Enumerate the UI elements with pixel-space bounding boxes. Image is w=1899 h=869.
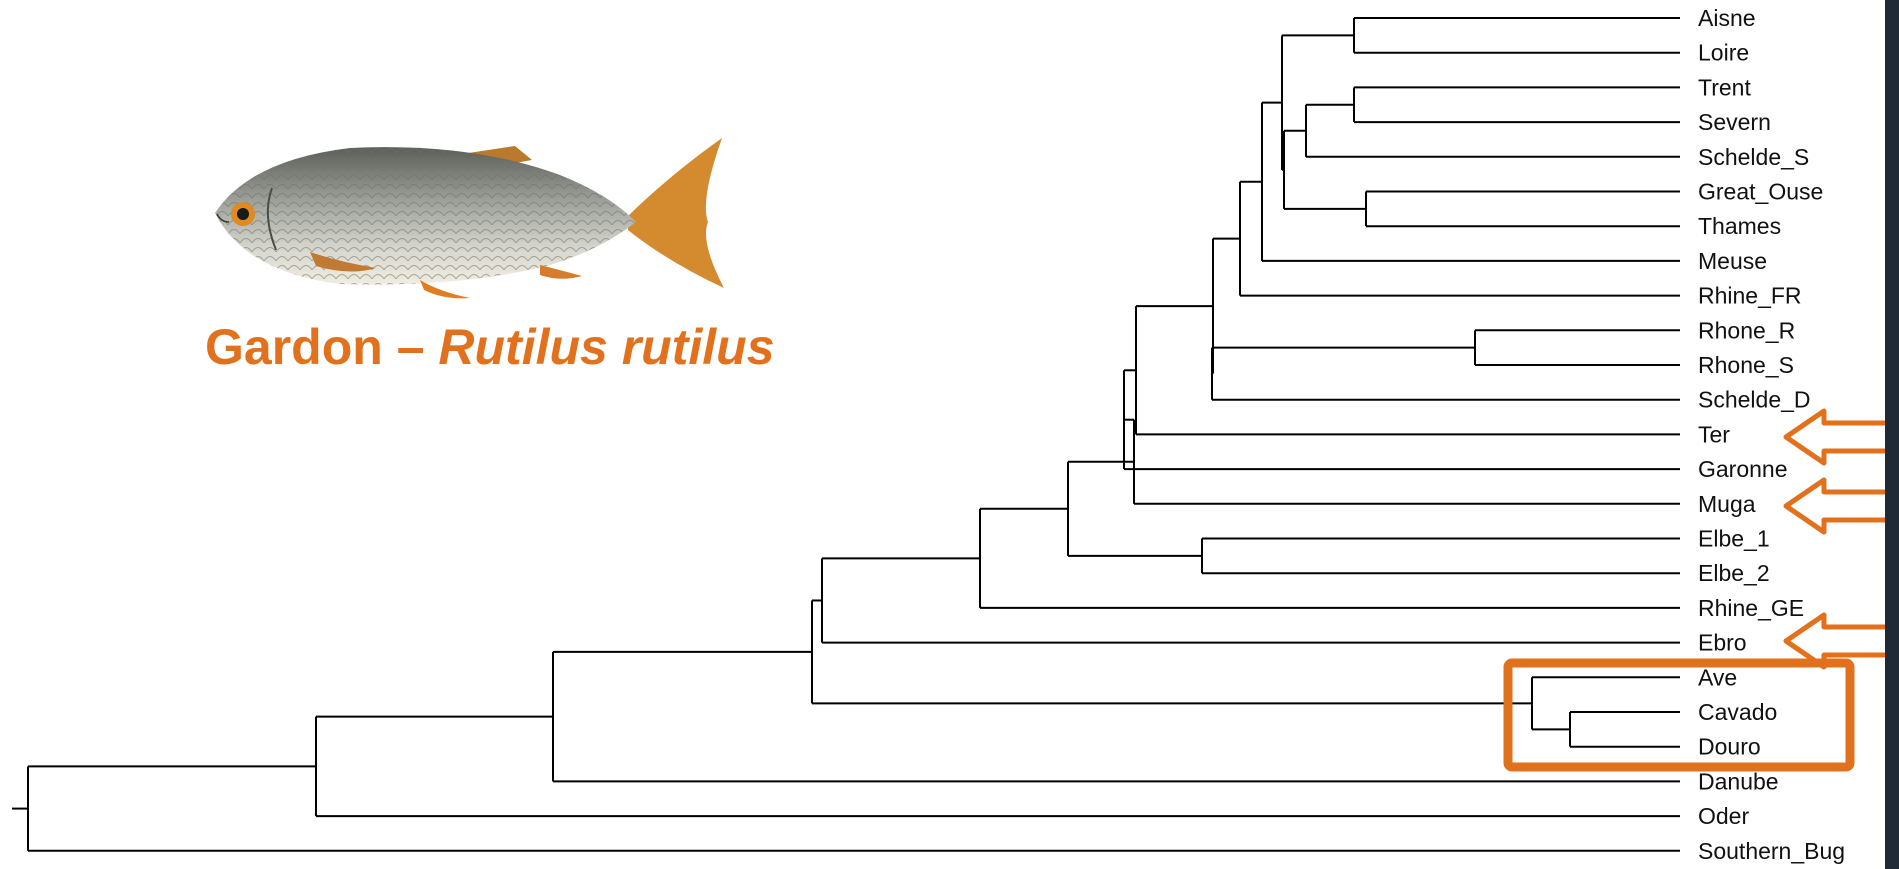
tree-leaf-label: Douro (1698, 734, 1761, 760)
tree-leaf-label: Schelde_S (1698, 144, 1809, 170)
caption-separator: – (383, 319, 439, 375)
highlight-box-iberian-clade (1508, 663, 1850, 767)
tree-leaf-label: Rhone_R (1698, 317, 1795, 343)
roach-fish-illustration (215, 138, 724, 298)
slide-side-bar (1885, 0, 1899, 869)
tree-leaf-label: Trent (1698, 74, 1751, 100)
tree-leaf-label: Danube (1698, 768, 1779, 794)
arrow-left-icon (1786, 411, 1890, 463)
tree-leaf-label: Garonne (1698, 456, 1788, 482)
species-caption: Gardon – Rutilus rutilus (205, 318, 775, 376)
tree-leaf-label: Aisne (1698, 5, 1756, 31)
tree-leaf-label: Rhine_GE (1698, 595, 1804, 621)
tree-leaf-label: Oder (1698, 803, 1749, 829)
tree-leaf-label: Schelde_D (1698, 387, 1811, 413)
tree-leaf-label: Severn (1698, 109, 1771, 135)
tree-leaf-label: Cavado (1698, 699, 1777, 725)
tree-leaf-label: Rhine_FR (1698, 283, 1802, 309)
tree-branches (12, 18, 1680, 851)
tree-leaf-label: Southern_Bug (1698, 838, 1845, 864)
tree-leaf-label: Thames (1698, 213, 1781, 239)
tree-leaf-label: Elbe_1 (1698, 526, 1770, 552)
tree-leaf-label: Ter (1698, 421, 1730, 447)
arrow-left-icon (1786, 480, 1890, 532)
tree-leaf-label: Loire (1698, 40, 1749, 66)
tree-leaf-label: Rhone_S (1698, 352, 1794, 378)
tree-leaf-label: Elbe_2 (1698, 560, 1770, 586)
scientific-name: Rutilus rutilus (438, 319, 774, 375)
tree-leaf-label: Ebro (1698, 630, 1747, 656)
tree-leaf-label: Ave (1698, 664, 1737, 690)
tree-leaf-label: Meuse (1698, 248, 1767, 274)
tree-leaf-label: Great_Ouse (1698, 179, 1823, 205)
tree-leaf-label: Muga (1698, 491, 1756, 517)
common-name: Gardon (205, 319, 383, 375)
